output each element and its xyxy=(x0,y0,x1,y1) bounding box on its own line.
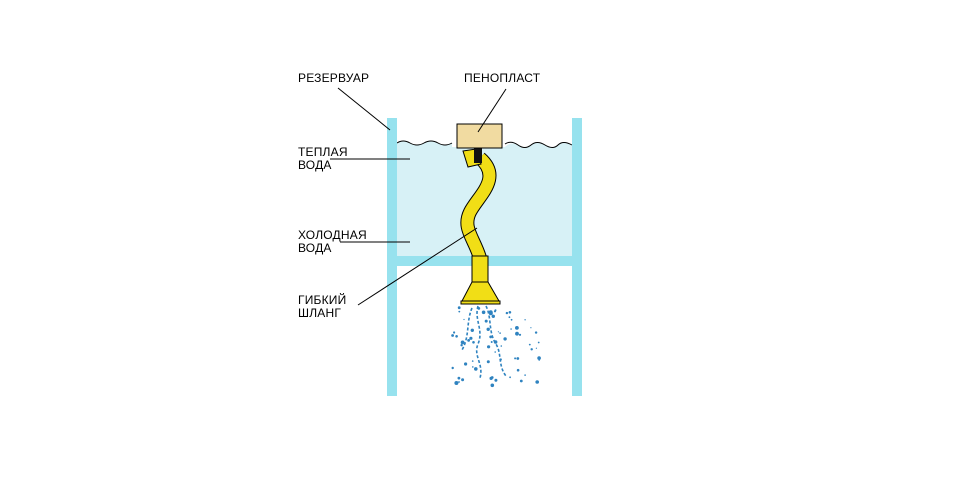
splash-droplet xyxy=(489,376,493,380)
splash-droplet xyxy=(469,336,473,340)
splash-droplet xyxy=(516,368,520,372)
label-reservoir: РЕЗЕРВУАР xyxy=(298,71,370,85)
splash-droplet xyxy=(535,380,539,384)
splash-stream xyxy=(475,305,482,379)
splash-droplet xyxy=(494,378,498,382)
splash-droplet xyxy=(477,307,481,310)
splash-droplet xyxy=(493,310,497,313)
splash-droplet xyxy=(471,360,474,362)
splash-droplet xyxy=(453,331,456,334)
splash-stream xyxy=(485,305,507,377)
leader-line-hose xyxy=(357,227,478,306)
water-surface-line xyxy=(396,140,453,146)
splash-droplet xyxy=(510,328,512,330)
splash-droplet xyxy=(505,311,509,315)
label-cold-water-line2: ВОДА xyxy=(298,241,332,255)
splash-droplet xyxy=(472,341,475,344)
splash-droplet xyxy=(503,337,507,341)
splash-droplet xyxy=(518,333,522,336)
splash-droplet xyxy=(458,310,461,313)
splash-stream xyxy=(461,307,473,351)
foam-float xyxy=(456,123,503,149)
splash-droplet xyxy=(530,327,532,329)
splash-droplet xyxy=(460,340,465,345)
flexible-hose xyxy=(461,153,496,260)
splash-droplet xyxy=(486,360,490,364)
splash-droplet xyxy=(535,347,538,349)
splash-droplet xyxy=(538,359,540,361)
splash-droplet xyxy=(516,357,520,360)
splash-droplet xyxy=(490,341,493,343)
splash-droplet xyxy=(487,345,491,349)
label-hose-line2: ШЛАНГ xyxy=(298,306,342,320)
label-cold-water: ХОЛОДНАЯ ВОДА xyxy=(298,229,367,255)
water-surface-line-right xyxy=(504,141,573,148)
splash-droplet xyxy=(499,332,501,334)
splash-droplet xyxy=(494,351,497,353)
splash-droplet xyxy=(457,376,461,380)
splash-droplet xyxy=(524,319,526,321)
splash-droplet xyxy=(454,381,459,385)
splash-droplet xyxy=(500,345,503,347)
splash-droplet xyxy=(489,335,493,339)
splash-droplet xyxy=(519,379,523,383)
splash-droplet xyxy=(474,367,478,371)
splash-droplet xyxy=(537,341,540,344)
splash-droplet xyxy=(491,314,495,318)
label-foam: ПЕНОПЛАСТ xyxy=(464,71,541,85)
splash-droplet xyxy=(463,318,465,321)
splash-droplet xyxy=(490,383,495,388)
label-hose-line1: ГИБКИЙ xyxy=(298,293,347,307)
splash-droplet xyxy=(515,331,519,336)
label-warm-water: ТЕПЛАЯ ВОДА xyxy=(298,146,348,172)
splash-droplet xyxy=(537,356,541,360)
splash-droplet xyxy=(514,357,517,360)
splash-droplet xyxy=(510,318,513,321)
splash-droplet xyxy=(451,334,454,337)
splash-droplet xyxy=(497,331,499,333)
water-splash xyxy=(451,305,541,388)
leader-line-foam xyxy=(477,88,507,133)
splash-droplet xyxy=(499,358,502,361)
splash-droplet xyxy=(530,348,533,351)
splash-droplet xyxy=(524,374,526,376)
splash-droplet xyxy=(488,310,493,315)
leader-line-reservoir xyxy=(337,87,391,131)
splash-droplet xyxy=(508,311,512,314)
splash-droplet xyxy=(467,339,470,342)
splash-droplet xyxy=(484,319,488,323)
splash-droplet xyxy=(458,381,460,383)
splash-droplet xyxy=(509,376,511,379)
splash-droplet xyxy=(528,343,531,346)
splash-droplet xyxy=(464,362,468,366)
splash-droplet xyxy=(455,335,458,338)
splash-droplet xyxy=(461,378,465,382)
outlet-pipe xyxy=(471,255,489,283)
splash-droplet xyxy=(515,326,519,330)
splash-droplet xyxy=(486,327,490,331)
label-hose: ГИБКИЙ ШЛАНГ xyxy=(298,294,346,320)
outlet-nozzle xyxy=(461,281,500,302)
splash-droplet xyxy=(534,331,538,334)
splash-droplet xyxy=(508,316,511,319)
splash-droplet xyxy=(493,340,498,344)
splash-droplet xyxy=(472,366,474,368)
label-cold-water-line1: ХОЛОДНАЯ xyxy=(298,228,367,242)
label-warm-water-line1: ТЕПЛАЯ xyxy=(298,145,348,159)
splash-droplet xyxy=(481,310,486,315)
splash-droplet xyxy=(457,306,461,310)
outlet-nozzle-rim xyxy=(460,300,501,305)
splash-droplet xyxy=(470,328,474,332)
splash-droplet xyxy=(460,344,463,347)
hose-connector xyxy=(474,147,482,163)
splash-droplet xyxy=(451,366,454,370)
label-warm-water-line2: ВОДА xyxy=(298,158,332,172)
